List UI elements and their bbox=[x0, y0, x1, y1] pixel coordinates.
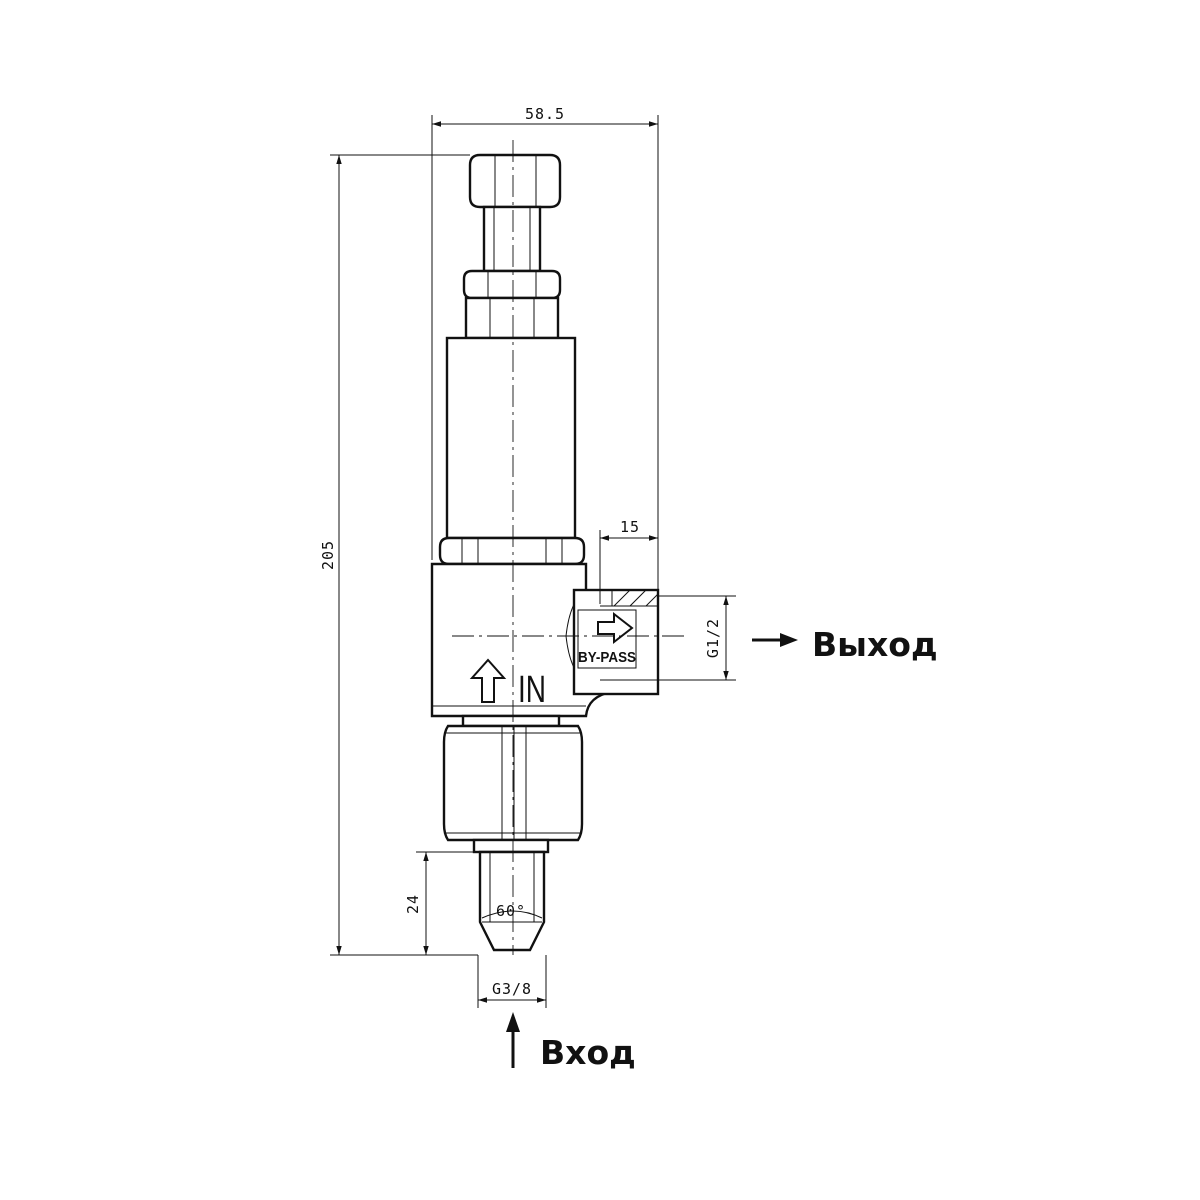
dimension-inlet-thread: G3/8 bbox=[477, 955, 547, 1008]
adjusting-stem bbox=[482, 205, 542, 273]
flow-up-arrow-icon bbox=[469, 658, 507, 703]
center-lines bbox=[452, 140, 688, 955]
dimension-inlet-length: 24 bbox=[404, 851, 476, 955]
outlet-flow-arrow-icon bbox=[752, 633, 798, 647]
bonnet-hex bbox=[464, 296, 560, 340]
dimension-inlet-thread-label: G3/8 bbox=[492, 980, 532, 998]
bypass-arrow-icon bbox=[597, 611, 634, 645]
dimension-width-label: 58.5 bbox=[525, 105, 565, 123]
outlet-label: Выход bbox=[812, 625, 938, 664]
adjusting-cap bbox=[468, 153, 562, 209]
dimension-tip-angle: 60° bbox=[481, 902, 543, 920]
spring-housing bbox=[445, 336, 577, 540]
dimension-outlet-offset: 15 bbox=[599, 518, 658, 604]
inlet-mark: IN bbox=[518, 669, 546, 711]
bypass-mark: BY-PASS bbox=[578, 649, 636, 666]
outlet-port bbox=[572, 588, 660, 696]
inlet-flow-arrow-icon bbox=[506, 1012, 520, 1068]
dimension-tip-angle-label: 60° bbox=[496, 902, 526, 920]
dimension-inlet-length-label: 24 bbox=[404, 894, 422, 914]
dimension-height: 205 bbox=[319, 154, 478, 956]
inlet-label: Вход bbox=[540, 1033, 636, 1072]
dimension-outlet-thread-label: G1/2 bbox=[704, 618, 722, 658]
valve-body: IN BY-PASS bbox=[430, 153, 660, 952]
dimension-height-label: 205 bbox=[319, 540, 337, 570]
lock-nut bbox=[462, 269, 562, 300]
dimension-outlet-offset-label: 15 bbox=[620, 518, 640, 536]
dimension-outlet-thread: G1/2 bbox=[658, 595, 736, 681]
body-hex-nut bbox=[438, 536, 586, 566]
dimension-width: 58.5 bbox=[431, 105, 659, 590]
inlet-nozzle bbox=[472, 838, 550, 952]
